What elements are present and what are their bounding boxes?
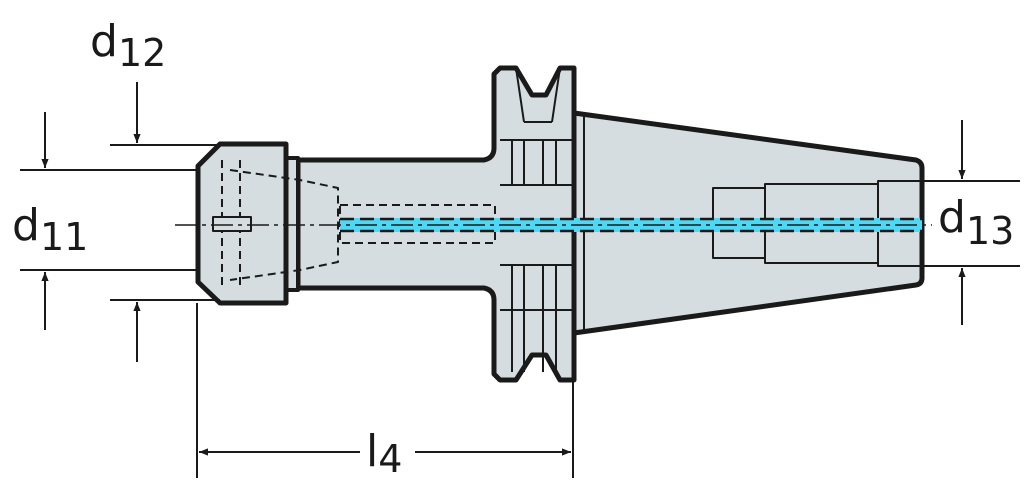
d12-label: d12 xyxy=(90,16,166,75)
l4-label: l4 xyxy=(366,426,402,481)
d11-label: d11 xyxy=(12,200,88,259)
coolant-channel xyxy=(340,218,922,232)
d13-label: d13 xyxy=(938,192,1014,253)
